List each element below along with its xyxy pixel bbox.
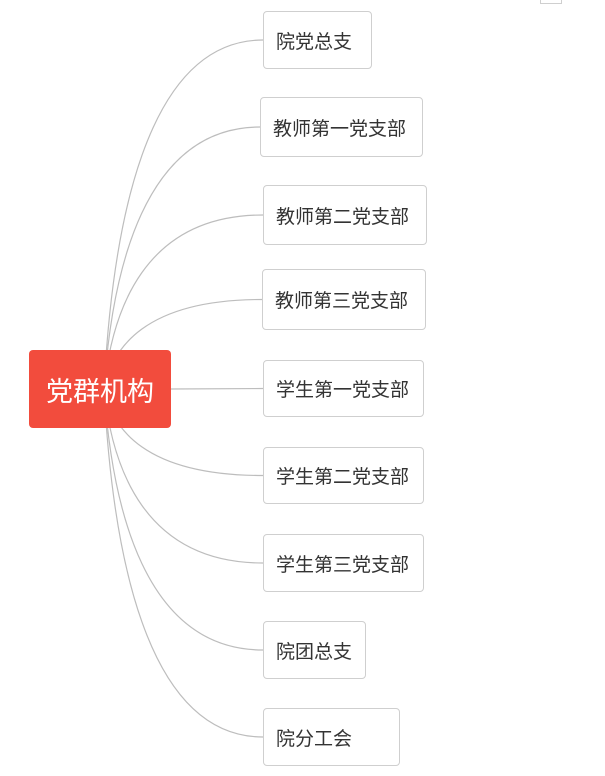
child-node-party-branch[interactable]: 院党总支 — [263, 11, 372, 69]
child-node-labor-union[interactable]: 院分工会 — [263, 708, 400, 766]
child-node-label: 教师第三党支部 — [275, 290, 409, 312]
connector-line-4 — [170, 387, 264, 390]
child-node-student-branch-3[interactable]: 学生第三党支部 — [263, 534, 424, 592]
child-node-student-branch-2[interactable]: 学生第二党支部 — [263, 447, 424, 504]
child-node-label: 院分工会 — [276, 727, 353, 750]
connector-line-7 — [103, 388, 264, 651]
connector-line-0 — [103, 39, 264, 390]
corner-handle — [540, 0, 562, 4]
child-node-student-branch-1[interactable]: 学生第一党支部 — [263, 360, 424, 417]
child-node-label: 院党总支 — [276, 30, 353, 53]
root-node-label: 党群机构 — [46, 376, 154, 408]
child-node-teacher-branch-3[interactable]: 教师第三党支部 — [262, 269, 426, 330]
child-node-teacher-branch-1[interactable]: 教师第一党支部 — [260, 97, 423, 157]
child-node-youth-league[interactable]: 院团总支 — [263, 621, 366, 679]
child-node-teacher-branch-2[interactable]: 教师第二党支部 — [263, 185, 427, 245]
child-node-label: 教师第一党支部 — [273, 117, 407, 140]
child-node-label: 学生第三党支部 — [276, 553, 410, 576]
child-node-label: 院团总支 — [276, 640, 353, 663]
connector-line-8 — [103, 388, 264, 738]
child-node-label: 教师第二党支部 — [276, 205, 410, 228]
root-node[interactable]: 党群机构 — [29, 350, 171, 428]
child-node-label: 学生第一党支部 — [276, 379, 410, 401]
connector-line-1 — [103, 126, 261, 390]
child-node-label: 学生第二党支部 — [276, 466, 410, 488]
